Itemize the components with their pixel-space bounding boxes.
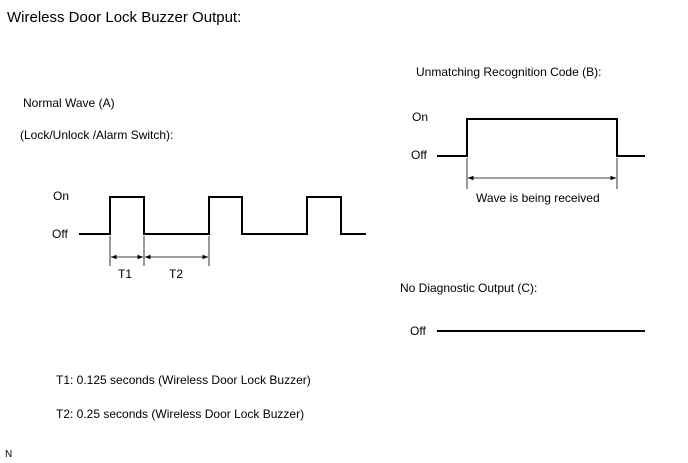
- corner-mark: N: [5, 449, 13, 460]
- unmatching-wave-line: [437, 118, 645, 157]
- t1-label: T1: [118, 267, 133, 281]
- normal-wave-subheading: (Lock/Unlock /Alarm Switch):: [20, 128, 174, 142]
- unmatching-wave-heading: Unmatching Recognition Code (B):: [416, 65, 602, 79]
- t1-note: T1: 0.125 seconds (Wireless Door Lock Bu…: [56, 373, 311, 387]
- t2-note: T2: 0.25 seconds (Wireless Door Lock Buz…: [56, 407, 305, 421]
- normal-wave-heading: Normal Wave (A): [23, 96, 115, 110]
- unmatching-wave-on-label: On: [412, 110, 429, 124]
- wave-received-annotation: Wave is being received: [476, 191, 600, 205]
- t2-label: T2: [169, 267, 184, 281]
- unmatching-wave-off-label: Off: [411, 148, 427, 162]
- normal-wave-off-label: Off: [52, 227, 68, 241]
- no-output-off-label: Off: [410, 324, 426, 338]
- normal-wave-on-label: On: [53, 189, 70, 203]
- page-title: Wireless Door Lock Buzzer Output:: [7, 9, 242, 26]
- normal-wave-line: [79, 196, 366, 235]
- no-output-heading: No Diagnostic Output (C):: [400, 281, 538, 295]
